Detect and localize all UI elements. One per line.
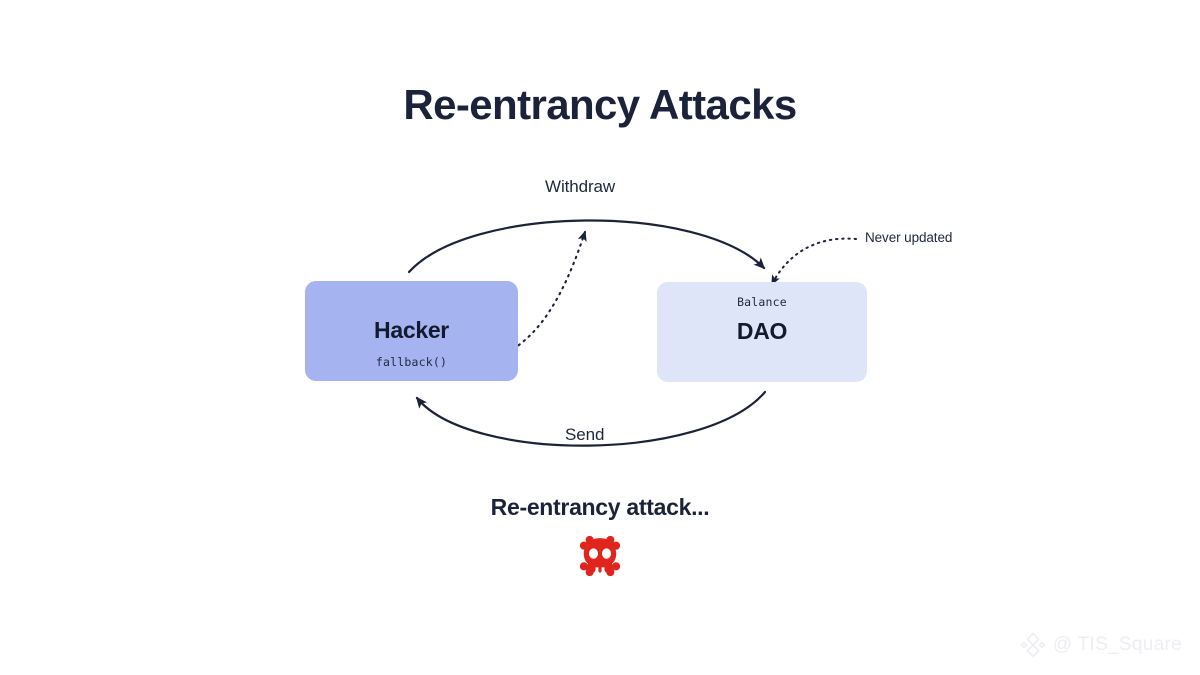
watermark: @ TIS_Square — [1020, 632, 1182, 658]
caption-text: Re-entrancy attack... — [490, 494, 710, 520]
skull-and-crossbones-emoji-wrap — [0, 530, 1200, 587]
edge-reentry-arrow — [448, 230, 587, 366]
diamond-logo-icon — [1020, 632, 1046, 658]
node-hacker-label: Hacker — [374, 317, 449, 343]
node-dao[interactable]: Balance DAO — [657, 282, 867, 382]
edge-withdraw-arrow — [407, 219, 766, 274]
edge-label-never-updated: Never updated — [865, 230, 953, 245]
edge-label-withdraw: Withdraw — [545, 177, 616, 196]
edge-label-send: Send — [565, 425, 605, 444]
node-hacker-fallback-label: fallback() — [375, 355, 448, 369]
watermark-handle: @ TIS_Square — [1052, 634, 1182, 655]
skull-and-crossbones-icon — [579, 535, 621, 577]
page-title: Re-entrancy Attacks — [403, 81, 797, 128]
node-dao-label: DAO — [736, 318, 788, 344]
edge-never-updated-arrow — [771, 237, 857, 286]
node-hacker[interactable]: Hacker fallback() — [305, 281, 518, 381]
edge-send-arrow — [415, 390, 767, 447]
node-dao-balance-label: Balance — [737, 295, 787, 309]
